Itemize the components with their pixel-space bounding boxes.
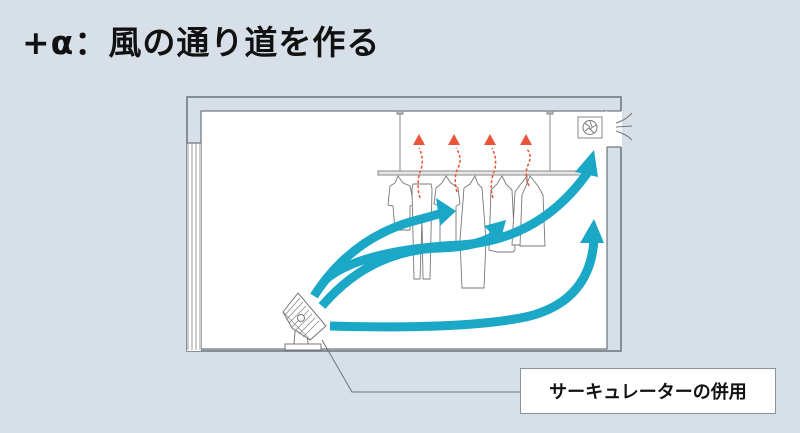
moisture-rising-arrows (413, 134, 532, 199)
page-title: +α：風の通り道を作る (22, 23, 381, 62)
callout-leader-line (321, 339, 520, 393)
circulator-fan-icon (282, 292, 327, 351)
airflow-arrowheads (436, 150, 604, 243)
ventilation-fan-icon (577, 112, 633, 141)
circulator-callout-label: サーキュレーターの併用 (520, 368, 776, 414)
airflow-arrows (310, 169, 599, 332)
